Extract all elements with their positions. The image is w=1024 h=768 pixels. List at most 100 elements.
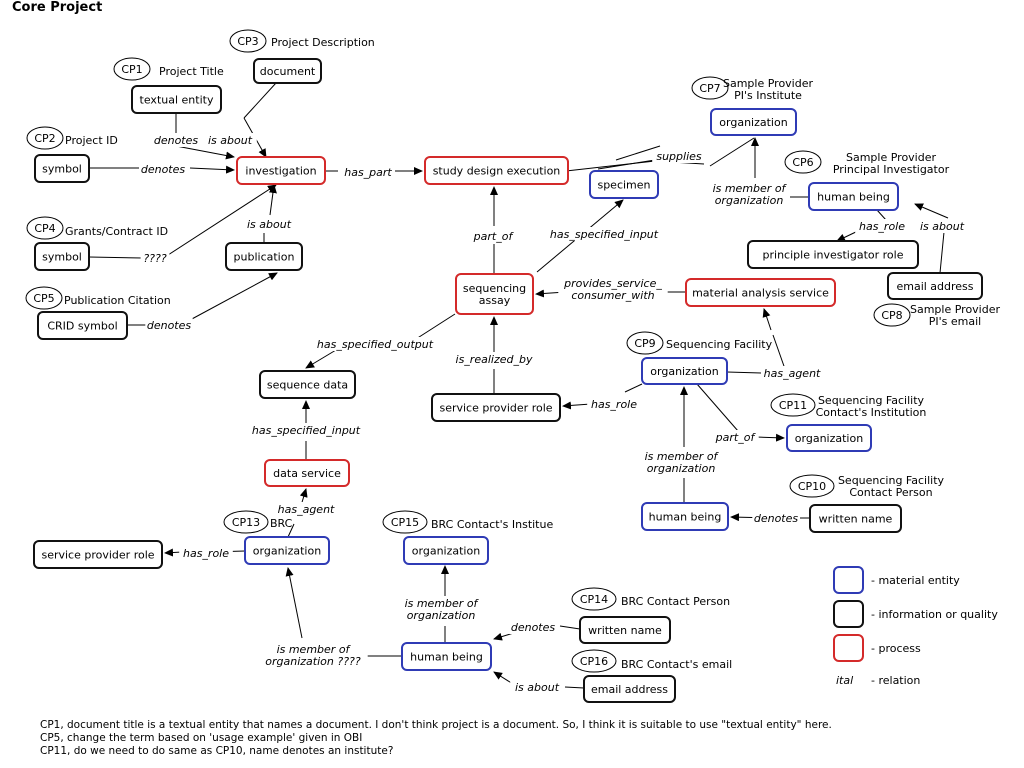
relation-has-specified-input-spec: has_specified_input (543, 227, 665, 241)
legend-relation: ital- relation (836, 674, 920, 687)
note-cp5: CP5, change the term based on 'usage exa… (40, 732, 363, 744)
node-label-written-name-cp14: written name (588, 624, 662, 637)
relation-line-11 (268, 184, 277, 216)
relation-label-unknown-cp4: ???? (143, 252, 167, 265)
legend-label-process: - process (871, 642, 921, 655)
node-specimen: specimen (589, 170, 659, 199)
relation-has-part: has_part (341, 165, 395, 179)
node-org-cp9: organization (641, 357, 728, 385)
page-title: Core Project (12, 0, 103, 15)
node-label-human-being-cp14: human being (410, 651, 483, 664)
relation-line-2 (243, 82, 277, 119)
legend-swatch-material (833, 566, 864, 594)
relation-is-about-email8: is about (915, 219, 969, 233)
legend-process: - process (833, 634, 921, 662)
tag-id-cp16: CP16 (580, 655, 608, 668)
node-human-being-cp6: human being (808, 182, 899, 211)
node-label-symbol-cp2: symbol (42, 163, 82, 176)
node-label-email-cp8: email address (896, 280, 973, 293)
relation-line-34 (772, 334, 786, 370)
relation-line-24 (914, 203, 949, 219)
relation-supplies: supplies (652, 149, 706, 163)
node-label-crid-symbol: CRID symbol (47, 320, 117, 333)
legend-material: - material entity (833, 566, 960, 594)
relation-provides-service: provides_service_consumer_with (558, 276, 668, 302)
tag-id-cp4: CP4 (34, 222, 55, 235)
node-label-sequence-data: sequence data (267, 379, 348, 392)
relation-label-is-about-cp16: is about (515, 681, 560, 694)
relation-label-is-about-doc: is about (208, 134, 253, 147)
node-label-study-design-execution: study design execution (433, 165, 561, 178)
tag-label-cp9: Sequencing Facility (666, 338, 773, 351)
relation-has-specified-output: has_specified_output (311, 337, 439, 351)
relation-label-part-of-cp11: part_of (715, 431, 757, 444)
relation-line-23 (939, 231, 945, 274)
node-data-service: data service (264, 459, 350, 487)
tag-label-cp16: BRC Contact's email (621, 658, 732, 671)
tag-label-cp4: Grants/Contract ID (65, 225, 168, 238)
relation-line-36 (726, 371, 762, 374)
relation-has-role-cp9: has_role (587, 397, 641, 411)
node-label-service-provider-role-2: service provider role (41, 549, 154, 562)
node-label-service-provider-role-1: service provider role (439, 402, 552, 415)
relation-label-denotes-crid: denotes (147, 319, 192, 332)
tag-id-cp9: CP9 (634, 337, 655, 350)
tag-cp16: CP16 BRC Contact's email (571, 649, 732, 673)
node-crid-symbol: CRID symbol (37, 311, 128, 340)
node-label-human-being-cp10: human being (649, 511, 722, 524)
relation-label-has-specified-output: has_specified_output (317, 338, 434, 351)
relation-line-58 (493, 671, 514, 685)
tag-id-cp5: CP5 (33, 292, 54, 305)
relation-line-39 (696, 383, 739, 432)
relation-label-has-specified-input-ds: has_specified_input (252, 424, 361, 437)
relation-label-has-role-pi: has_role (859, 220, 905, 233)
relation-is-about-pub: is about (242, 217, 296, 231)
tag-id-cp2: CP2 (34, 132, 55, 145)
node-human-being-cp14: human being (401, 642, 492, 671)
tag-cp4: CP4 Grants/Contract ID (26, 216, 168, 240)
tag-label-cp3: Project Description (271, 36, 375, 49)
node-written-name-cp10: written name (809, 504, 902, 533)
relation-line-50 (164, 548, 183, 557)
relation-label-denotes-te: denotes (154, 134, 199, 147)
tag-label-cp15: BRC Contact's Institue (431, 518, 553, 531)
tag-id-cp6: CP6 (792, 156, 813, 169)
relation-line-30 (415, 313, 456, 340)
node-label-investigation: investigation (245, 165, 316, 178)
relation-line-37 (624, 383, 643, 393)
tag-cp3: CP3 Project Description (229, 29, 375, 53)
node-org-cp15: organization (403, 536, 489, 565)
node-label-textual-entity: textual entity (140, 94, 214, 107)
node-symbol-cp2: symbol (34, 154, 90, 183)
legend-swatch-info (833, 600, 864, 628)
legend-sample-relation: ital (836, 674, 853, 687)
relation-line-55 (559, 625, 581, 630)
relation-line-47 (287, 523, 295, 538)
node-org-cp11: organization (786, 424, 872, 452)
relation-part-of-cp11: part_of (711, 430, 759, 444)
tag-id-cp8: CP8 (881, 309, 902, 322)
relation-line-54 (285, 567, 303, 639)
node-investigation: investigation (236, 156, 326, 185)
relation-label-is-realized-by: is_realized_by (456, 353, 533, 366)
tag-id-cp3: CP3 (237, 35, 258, 48)
node-org-cp13: organization (244, 536, 330, 565)
relation-label-is-about-pub: is about (247, 218, 292, 231)
node-org-cp7: organization (710, 108, 797, 136)
node-symbol-cp4: symbol (34, 242, 90, 271)
